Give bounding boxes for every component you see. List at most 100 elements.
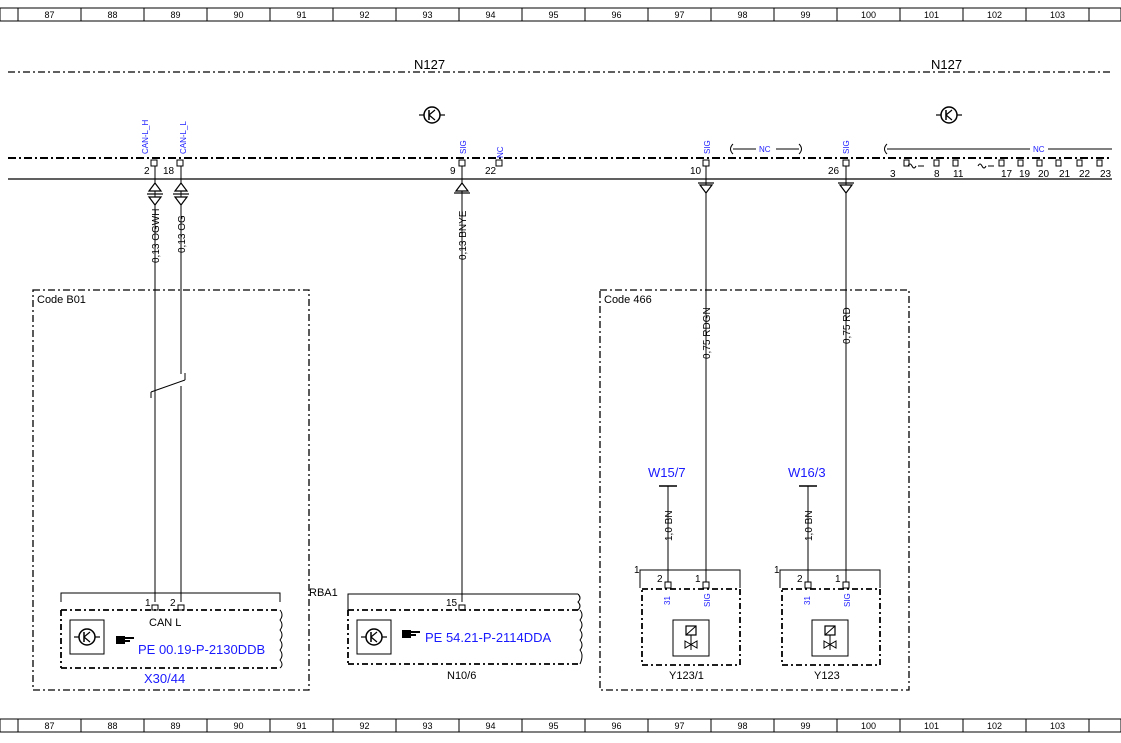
- y123-side-pin: 1: [774, 565, 780, 576]
- y123-1-pin-2: 2: [657, 574, 663, 585]
- wire-label-og: 0,13 OG: [177, 215, 188, 253]
- pin-23: 23: [1100, 169, 1112, 180]
- control-unit-icon: [361, 628, 387, 646]
- wire-label-ogwh: 0,13 OGWH: [151, 209, 162, 263]
- y123-pin-1: 1: [835, 574, 841, 585]
- pin-3: 3: [890, 169, 896, 180]
- pointing-hand-icon: [116, 636, 134, 644]
- signal-nc-22: NC: [496, 146, 505, 158]
- x30-bus-label: CAN L: [149, 617, 181, 629]
- top-ruler-column-101: 101: [924, 10, 939, 20]
- top-ruler-column-89: 89: [170, 10, 180, 20]
- top-ruler-column-92: 92: [359, 10, 369, 20]
- pin-8: 8: [934, 169, 940, 180]
- bottom-ruler-column-89: 89: [170, 721, 180, 731]
- bidirectional-arrow: [173, 182, 189, 206]
- bottom-ruler-column-99: 99: [800, 721, 810, 731]
- top-ruler-column-97: 97: [674, 10, 684, 20]
- x30-pin-2: 2: [170, 598, 176, 609]
- top-ruler-column-103: 103: [1050, 10, 1065, 20]
- pointing-hand-icon: [402, 630, 420, 638]
- x30-pin-1: 1: [145, 598, 151, 609]
- signal-nc-right: NC: [1033, 145, 1045, 154]
- y123-signal-sig: SIG: [843, 593, 852, 607]
- pin-17: 17: [1001, 169, 1013, 180]
- signal-sig-10: SIG: [703, 140, 712, 154]
- top-ruler-column-88: 88: [107, 10, 117, 20]
- n10-pin-15: 15: [446, 598, 458, 609]
- y123-1-side-pin: 1: [634, 565, 640, 576]
- wire-label-bn-2: 1,0 BN: [804, 510, 815, 541]
- code-box-466: [599, 289, 910, 691]
- wires: [150, 166, 847, 602]
- wire-label-rd: 0,75 RD: [842, 307, 853, 344]
- bottom-ruler-column-102: 102: [987, 721, 1002, 731]
- top-ruler-column-99: 99: [800, 10, 810, 20]
- component-label-x30-44: X30/44: [144, 671, 185, 686]
- bottom-ruler-column-96: 96: [611, 721, 621, 731]
- signal-can-h: CAN-L_H: [141, 120, 150, 154]
- top-ruler-column-100: 100: [861, 10, 876, 20]
- module-label-right: N127: [931, 57, 962, 72]
- pin-19: 19: [1019, 169, 1031, 180]
- signal-can-l: CAN-L_L: [179, 121, 188, 154]
- component-n10-6: RBA1 15 PE 54.21-P-2114DDA: [309, 587, 583, 665]
- module-pins: CAN-L_H 2 CAN-L_L 18 SIG 9 NC 22 SIG 10 …: [141, 120, 1112, 180]
- pin-20: 20: [1038, 169, 1050, 180]
- component-y123-1: W15/7 1 2 1 31 SIG: [634, 465, 741, 666]
- ground-label-w15-7: W15/7: [648, 465, 686, 480]
- wire-label-bn-1: 1,0 BN: [664, 510, 675, 541]
- top-ruler-column-91: 91: [296, 10, 306, 20]
- bottom-ruler-column-90: 90: [233, 721, 243, 731]
- bottom-ruler-column-97: 97: [674, 721, 684, 731]
- top-ruler-column-93: 93: [422, 10, 432, 20]
- code-label-b01: Code B01: [37, 294, 86, 306]
- pin-11: 11: [953, 169, 964, 180]
- top-ruler-column-90: 90: [233, 10, 243, 20]
- nc-bracket: [730, 143, 802, 155]
- signal-nc-mid: NC: [759, 145, 771, 154]
- module-label-left: N127: [414, 57, 445, 72]
- code-label-466: Code 466: [604, 294, 652, 306]
- top-ruler-column-95: 95: [548, 10, 558, 20]
- component-y123: W16/3 1 2 1 31 SIG: [774, 465, 881, 666]
- n10-reference-link[interactable]: PE 54.21-P-2114DDA: [425, 630, 552, 645]
- right-pin-shields: [903, 159, 1103, 169]
- top-ruler-column-87: 87: [44, 10, 54, 20]
- solenoid-valve-icon: [823, 625, 837, 650]
- x30-reference-link[interactable]: PE 00.19-P-2130DDB: [138, 642, 265, 657]
- pin-2: 2: [144, 166, 150, 177]
- component-label-y123: Y123: [814, 670, 840, 682]
- top-ruler-column-96: 96: [611, 10, 621, 20]
- pin-10: 10: [690, 166, 702, 177]
- component-label-y123-1: Y123/1: [669, 670, 704, 682]
- top-ruler-column-98: 98: [737, 10, 747, 20]
- y123-pin-2: 2: [797, 574, 803, 585]
- control-unit-icon: [419, 106, 445, 124]
- component-x30-44: 1 2 CAN L PE 00.19-P-2130DDB: [60, 592, 283, 669]
- pin-22: 22: [485, 166, 497, 177]
- signal-sig-9: SIG: [459, 140, 468, 154]
- module-n127: N127 N127: [8, 57, 1112, 180]
- bottom-ruler-column-101: 101: [924, 721, 939, 731]
- output-arrow: [838, 182, 854, 194]
- control-unit-icon: [936, 106, 962, 124]
- output-arrow: [698, 182, 714, 194]
- wire-label-rdgn: 0,75 RDGN: [702, 307, 713, 359]
- bottom-ruler-column-87: 87: [44, 721, 54, 731]
- bottom-ruler-column-98: 98: [737, 721, 747, 731]
- bottom-ruler-column-93: 93: [422, 721, 432, 731]
- bottom-ruler-column-92: 92: [359, 721, 369, 731]
- pin-22: 22: [1079, 169, 1091, 180]
- control-unit-icon: [74, 628, 100, 646]
- bottom-ruler-column-100: 100: [861, 721, 876, 731]
- top-ruler-column-94: 94: [485, 10, 495, 20]
- bidirectional-arrow: [147, 182, 163, 206]
- signal-sig-26: SIG: [842, 140, 851, 154]
- pin-18: 18: [163, 166, 175, 177]
- bottom-ruler-column-91: 91: [296, 721, 306, 731]
- input-arrow: [454, 182, 470, 194]
